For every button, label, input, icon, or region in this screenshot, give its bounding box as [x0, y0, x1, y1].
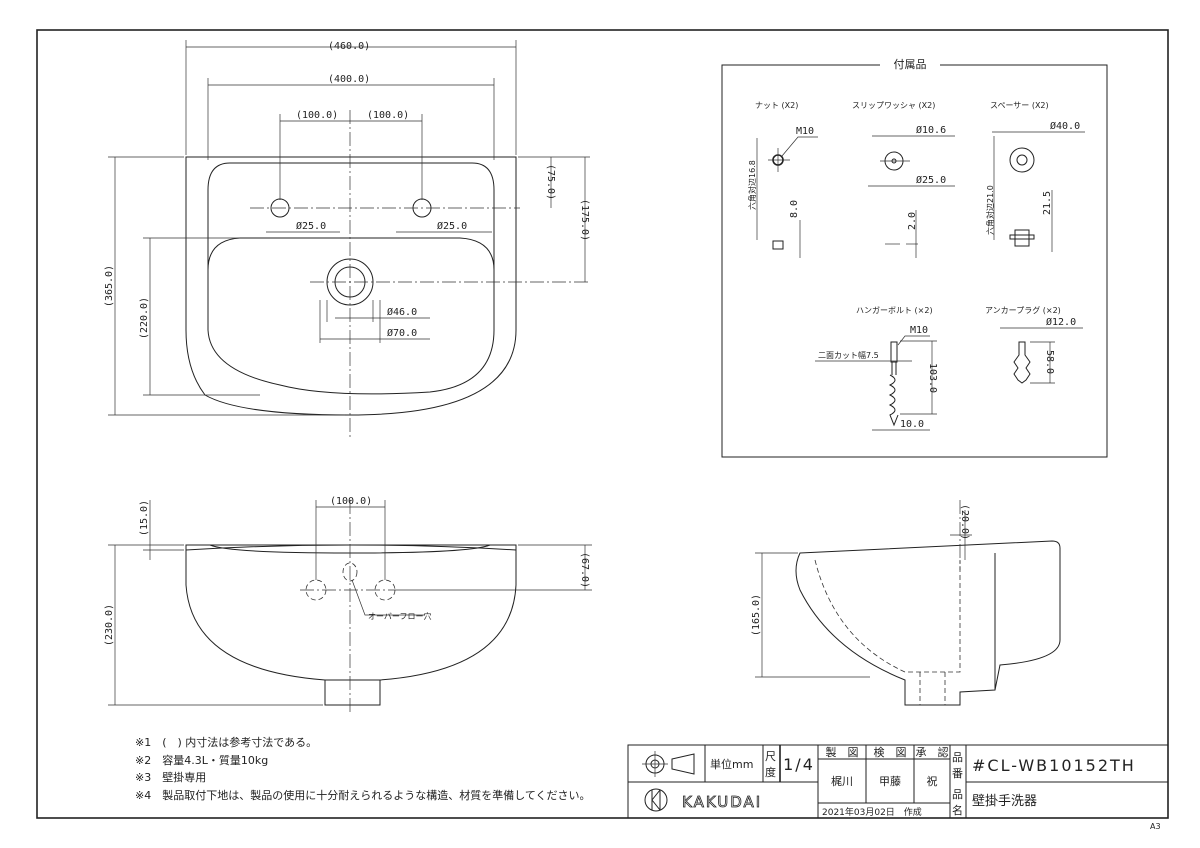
bolt-label: ハンガーボルト (×2) — [856, 305, 933, 315]
nut-m10: M10 — [796, 126, 814, 137]
spacer-icon — [1009, 147, 1035, 173]
plug-icon — [1013, 341, 1031, 384]
dim-drain-70: Ø70.0 — [387, 327, 417, 339]
plug-length: 58.0 — [1044, 350, 1055, 374]
svg-text:番: 番 — [952, 767, 963, 780]
notes: ※1 ( ) 内寸法は参考寸法である。 ※2 容量4.3L・質量10kg ※3 … — [135, 735, 591, 802]
overflow-label: オーバーフロー穴 — [368, 611, 431, 621]
svg-text:承 認: 承 認 — [916, 745, 949, 759]
dim-center-left: (100.0) — [296, 110, 338, 121]
svg-text:度: 度 — [765, 765, 776, 779]
nut-label: ナット (X2) — [755, 101, 798, 110]
dim-365: (365.0) — [104, 265, 115, 307]
dim-15: (15.0) — [139, 500, 150, 536]
kakudai-logo: KAKUDAI — [644, 788, 762, 812]
dim-67: (67.0) — [579, 552, 590, 588]
dim-220: (220.0) — [139, 297, 150, 339]
checked-by: 甲藤 — [879, 775, 901, 788]
svg-text:名: 名 — [952, 803, 963, 817]
basin-bowl-edge — [240, 237, 495, 271]
plug-diameter: Ø12.0 — [1046, 316, 1076, 328]
note-1: ※1 ( ) 内寸法は参考寸法である。 — [135, 735, 317, 749]
accessories-title: 付属品 — [894, 58, 927, 71]
front-view: (100.0) オーバーフロー穴 (15.0) (230.0) (67.0) — [104, 496, 592, 715]
svg-text:KAKUDAI: KAKUDAI — [682, 793, 762, 811]
dim-hole-right: Ø25.0 — [437, 220, 467, 232]
nut-thickness: 8.0 — [789, 200, 800, 218]
sheet-border — [36, 29, 1169, 819]
svg-text:尺: 尺 — [765, 750, 776, 763]
plug-label: アンカープラグ (×2) — [985, 305, 1061, 315]
basin-inner-rim — [207, 162, 495, 395]
approved-by: 祝 — [927, 774, 938, 788]
dim-hole-left: Ø25.0 — [296, 220, 326, 232]
spacer-diameter: Ø40.0 — [1050, 120, 1080, 132]
dim-drain-46: Ø46.0 — [387, 306, 417, 318]
drawn-by: 梶川 — [831, 774, 853, 788]
dim-165: (165.0) — [751, 594, 762, 636]
svg-text:品: 品 — [952, 751, 963, 764]
washer-inner: Ø10.6 — [916, 124, 946, 136]
title-block: 単位mm 尺 度 1/4 製 図 検 図 承 認 梶川 甲藤 祝 2021年03… — [627, 744, 1169, 831]
dim-width-400: (400.0) — [328, 74, 370, 85]
note-4: ※4 製品取付下地は、製品の使用に十分耐えられるような構造、材質を準備してくださ… — [135, 788, 591, 802]
bolt-diameter: 10.0 — [900, 419, 924, 430]
bolt-length: 103.0 — [927, 363, 938, 393]
svg-text:品: 品 — [952, 788, 963, 801]
front-outline — [185, 544, 517, 706]
scale-value: 1/4 — [783, 755, 815, 774]
svg-text:検 図: 検 図 — [874, 745, 907, 759]
washer-label: スリップワッシャ (X2) — [852, 101, 935, 110]
spacer-label: スペーサー (X2) — [990, 101, 1049, 110]
dim-front-100: (100.0) — [330, 496, 372, 507]
spacer-height: 21.5 — [1042, 191, 1053, 215]
side-outline — [795, 540, 1061, 706]
part-number: #CL-WB10152TH — [972, 756, 1136, 775]
svg-text:製 図: 製 図 — [826, 745, 859, 759]
date: 2021年03月02日 作成 — [822, 806, 922, 818]
dim-75: (75.0) — [545, 164, 556, 200]
unit-label: 単位mm — [710, 757, 753, 771]
bolt-cut-width: 二面カット幅7.5 — [818, 350, 879, 360]
overflow-hole — [342, 562, 358, 582]
sheet-size: A3 — [1150, 822, 1161, 831]
dim-width-460: (460.0) — [328, 41, 370, 52]
side-view: (165.0) (20.0) — [751, 500, 1061, 706]
dim-175: (175.0) — [579, 199, 590, 241]
top-view: (460.0) (400.0) (100.0) (100.0) (75.0) (… — [104, 40, 590, 440]
product-name: 壁掛手洗器 — [972, 794, 1037, 809]
bolt-m10: M10 — [910, 325, 928, 336]
dim-center-right: (100.0) — [367, 110, 409, 121]
accessories-box: 付属品 ナット (X2) M10 六角対辺16.8 8.0 スリップワッシャ (… — [721, 58, 1108, 458]
projection-symbol-icon — [642, 751, 695, 777]
spacer-hex: 六角対辺21.0 — [985, 185, 995, 235]
basin-outline — [185, 156, 517, 416]
bolt-icon — [890, 341, 898, 363]
nut-hex: 六角対辺16.8 — [747, 160, 757, 210]
washer-outer: Ø25.0 — [916, 174, 946, 186]
washer-thickness: 2.0 — [907, 212, 918, 230]
dim-20: (20.0) — [959, 504, 970, 540]
dim-230: (230.0) — [104, 604, 115, 646]
note-2: ※2 容量4.3L・質量10kg — [135, 753, 268, 767]
note-3: ※3 壁掛専用 — [135, 770, 206, 784]
